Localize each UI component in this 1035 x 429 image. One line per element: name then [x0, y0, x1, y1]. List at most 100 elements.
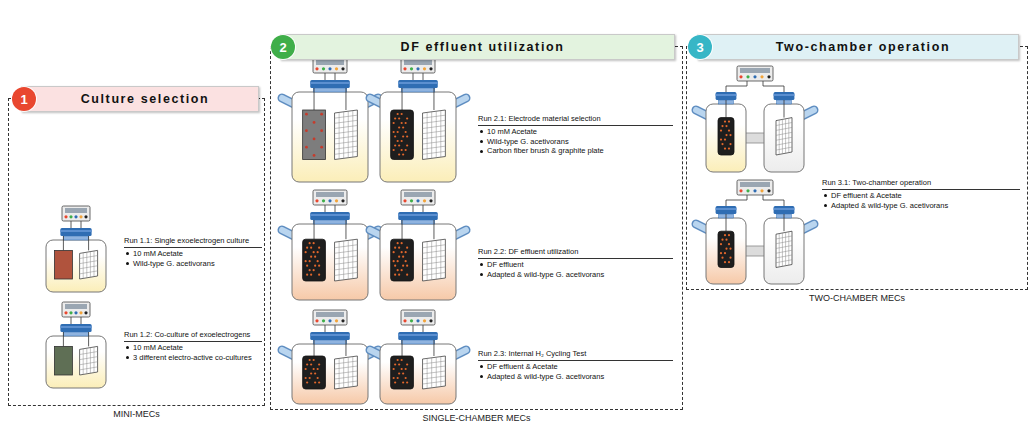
- condition-text: DF effluent & Acetate: [487, 362, 558, 371]
- run-heading: Run 2.2: DF effluent utilization: [478, 247, 578, 256]
- potentiostat: [739, 189, 742, 192]
- run-title: Run 2.3: Internal H₂ Cycling Test: [478, 349, 673, 361]
- potentiostat: [69, 311, 72, 314]
- potentiostat: [740, 182, 770, 187]
- step-number: 3: [696, 40, 703, 55]
- cathode-mesh: [776, 142, 792, 145]
- reactor-bottle: [310, 334, 350, 336]
- potentiostat: [423, 67, 426, 70]
- reactor-bottle: [774, 92, 795, 100]
- anode: [313, 154, 316, 157]
- anode: [724, 121, 726, 123]
- section-header: Two-chamber operation3: [697, 34, 1019, 60]
- reactor-bottle: [380, 344, 456, 404]
- potentiostat: [746, 75, 749, 78]
- reactor-bottle: [46, 240, 106, 292]
- reactor-bottle: [310, 332, 350, 340]
- reactor-illustration: [413, 205, 414, 212]
- anode: [305, 129, 308, 132]
- cathode-mesh: [335, 239, 358, 281]
- run-block: Run 1.1: Single exoelectrogen culture10 …: [124, 236, 262, 268]
- anode: [305, 113, 308, 116]
- cathode-mesh: [80, 250, 98, 279]
- potentiostat: [69, 215, 72, 218]
- anode: [310, 247, 312, 249]
- cathode-mesh: [423, 267, 446, 270]
- anode: [309, 377, 311, 379]
- potentiostat: [423, 319, 426, 322]
- anode: [314, 256, 316, 258]
- anode: [724, 252, 726, 254]
- reactor-illustration: [46, 206, 106, 292]
- anode: [310, 363, 312, 365]
- potentiostat: [335, 199, 338, 202]
- cathode-mesh: [423, 376, 446, 379]
- cathode-mesh: [83, 349, 84, 375]
- cathode-mesh: [776, 118, 792, 155]
- anode: [318, 363, 320, 365]
- anode: [303, 110, 326, 160]
- reactor-bottle: [398, 214, 438, 216]
- anode: [729, 143, 731, 145]
- reactor-bottle: [726, 100, 727, 118]
- cathode-mesh: [343, 112, 344, 159]
- cathode-mesh: [335, 110, 358, 160]
- condition-text: Adapted & wild-type G. acetivorans: [487, 270, 604, 279]
- cathode-mesh: [80, 256, 98, 259]
- cathode-mesh: [423, 110, 446, 160]
- cathode-mesh: [423, 120, 446, 123]
- anode: [391, 356, 414, 389]
- reactor-illustration: [335, 205, 336, 212]
- cathode-mesh: [423, 151, 446, 154]
- anode: [397, 242, 399, 244]
- anode: [303, 356, 326, 389]
- reactor-bottle: [726, 214, 727, 231]
- bullet-row: 10 mM Acetate: [124, 249, 262, 259]
- anode: [398, 372, 400, 374]
- anode: [718, 231, 734, 267]
- anode: [305, 377, 307, 379]
- anode: [718, 118, 734, 155]
- potentiostat: [739, 75, 742, 78]
- cathode-mesh: [335, 250, 358, 253]
- potentiostat: [767, 75, 770, 78]
- reactor-bottle: [60, 326, 91, 328]
- anode: [721, 143, 723, 145]
- anode: [402, 153, 404, 155]
- anode: [305, 251, 307, 253]
- anode: [394, 144, 396, 146]
- anode: [303, 239, 326, 281]
- reactor-illustration: [81, 221, 82, 228]
- reactor-bottle: [63, 236, 64, 250]
- reactor-bottle: [282, 332, 378, 404]
- reactor-bottle: [63, 332, 88, 336]
- reactor-illustration: [282, 190, 378, 300]
- anode: [721, 125, 723, 127]
- cathode-mesh: [80, 362, 98, 365]
- reactor-illustration: [71, 221, 72, 228]
- anode: [393, 260, 395, 262]
- reactor-illustration: [413, 325, 414, 332]
- cathode-mesh: [80, 346, 98, 375]
- run-block: Run 2.2: DF effluent utilization DF efflu…: [478, 247, 673, 279]
- potentiostat: [322, 319, 325, 322]
- bullet-row: Adapted & wild-type G. acetivorans: [478, 372, 673, 382]
- reactor-bottle: [313, 88, 347, 92]
- anode: [306, 274, 308, 276]
- potentiostat: [403, 67, 406, 70]
- step-circle: 1: [12, 87, 36, 111]
- bullet-row: DF effluent: [478, 260, 673, 270]
- potentiostat: [62, 206, 90, 221]
- anode: [397, 131, 399, 133]
- potentiostat: [341, 199, 344, 202]
- cathode-mesh: [335, 256, 358, 259]
- anode: [402, 256, 404, 258]
- potentiostat: [401, 190, 435, 205]
- run-title: Run 2.1: Electrode material selection: [478, 114, 673, 126]
- bullet-dot: [126, 356, 129, 359]
- reactor-bottle: [764, 206, 814, 284]
- condition-text: 10 mM Acetate: [487, 127, 537, 136]
- anode: [303, 239, 326, 281]
- anode: [317, 377, 319, 379]
- potentiostat: [64, 215, 67, 218]
